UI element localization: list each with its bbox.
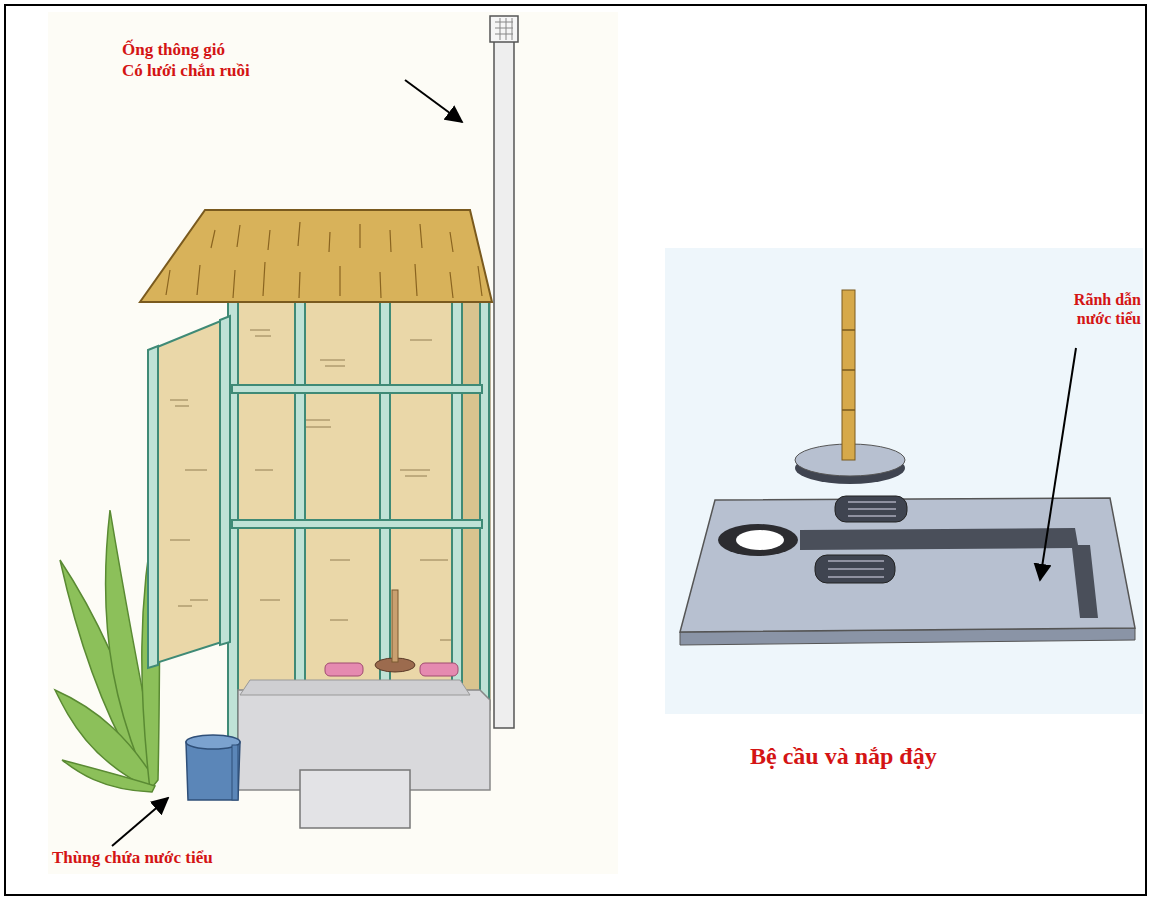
- urine-bucket: [186, 735, 240, 800]
- callout-label: Thùng chứa nước tiểu: [52, 848, 312, 868]
- frame: [5, 5, 1146, 895]
- lid: [795, 290, 905, 484]
- thatch-roof: [140, 210, 492, 302]
- squat-slab: [240, 590, 470, 695]
- callout-label: Có lưới chắn ruồi: [122, 61, 322, 81]
- leader-lines: [112, 80, 1076, 846]
- plant: [55, 490, 160, 792]
- callout-label: Rãnh dẫn nước tiểu: [1055, 290, 1141, 328]
- left-panel: [48, 12, 618, 874]
- concrete-base: [238, 690, 490, 828]
- door: [148, 316, 230, 668]
- callout-label: Bệ cầu và nắp đậy: [750, 742, 1080, 771]
- squat-plate: [680, 496, 1135, 645]
- right-panel: [665, 248, 1143, 714]
- vent-pipe: [490, 16, 518, 728]
- callout-label: Ống thông gió: [122, 40, 322, 60]
